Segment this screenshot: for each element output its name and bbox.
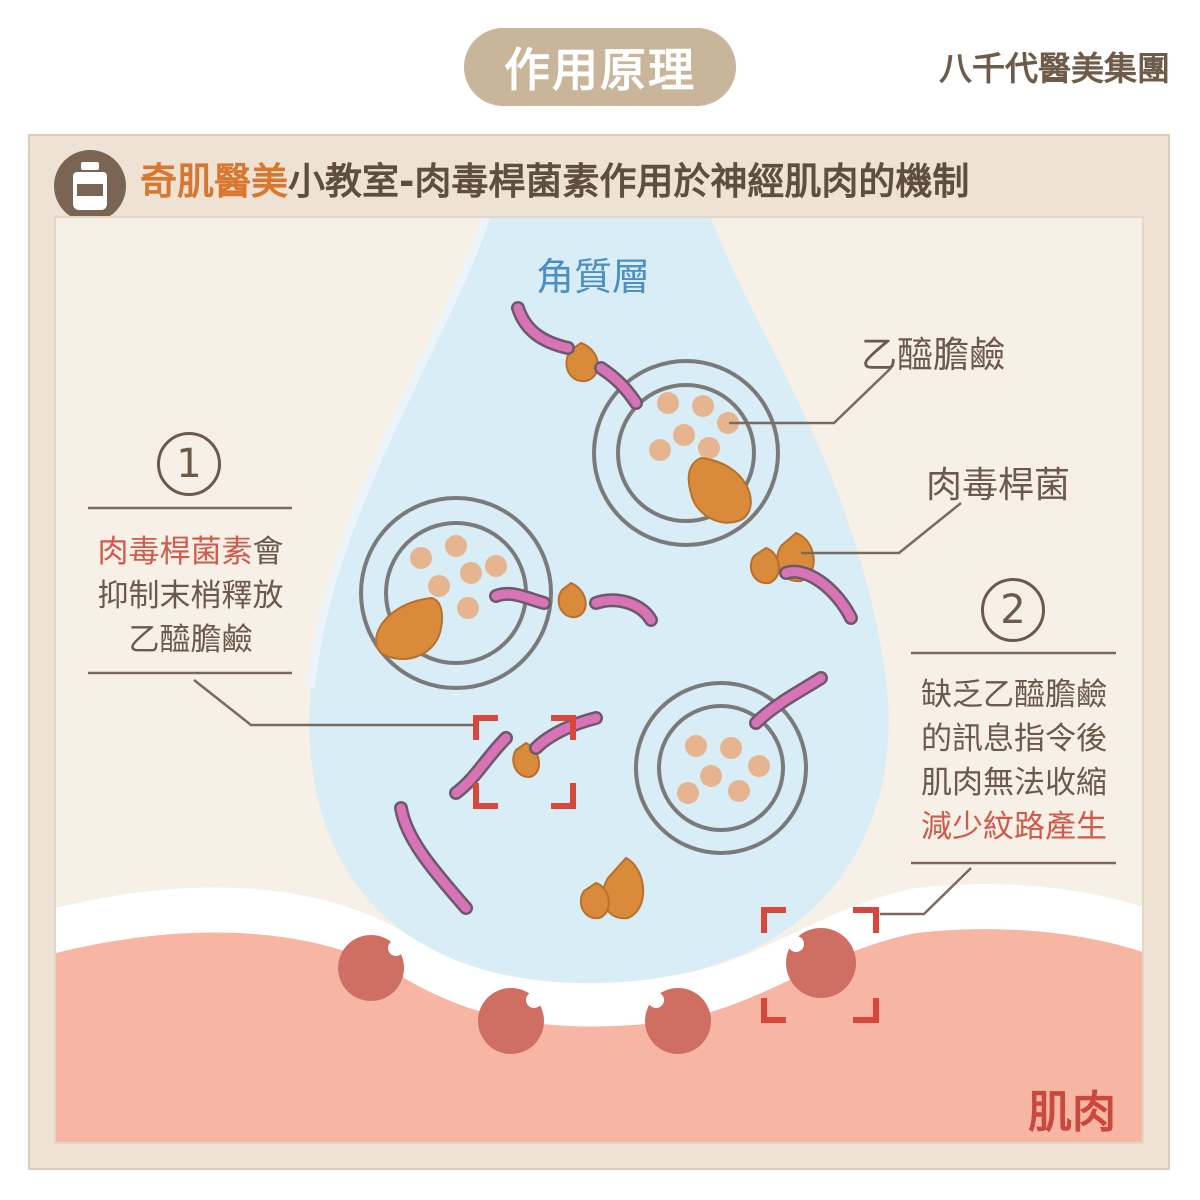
botulinum-toxin [375, 596, 444, 661]
bottle-icon [54, 150, 126, 222]
acetylcholine-dots [677, 735, 770, 804]
vesicle [634, 681, 808, 855]
receptor [338, 935, 404, 1001]
muscle-tissue [56, 914, 1142, 1142]
stratum-label: 角質層 [536, 255, 651, 299]
step2-line4-red: 減少紋路產生 [921, 809, 1107, 845]
step2-line2: 的訊息指令後 [921, 721, 1107, 757]
step2-description: 缺乏乙醯膽鹼 的訊息指令後 肌肉無法收縮 減少紋路產生 [904, 673, 1124, 849]
lesson-title-text: 小教室-肉毒桿菌素作用於神經肌肉的機制 [288, 160, 970, 203]
botulinum-label: 肉毒桿菌 [926, 465, 1071, 506]
acetylcholine-dots [410, 535, 507, 619]
diagram-panel: 角質層 乙醯膽鹼 肉毒桿菌 1 肉毒桿菌素會 抑制末梢釋放 乙醯膽鹼 2 缺乏乙… [54, 216, 1144, 1144]
step1-description: 肉毒桿菌素會 抑制末梢釋放 乙醯膽鹼 [78, 530, 303, 662]
lesson-title-brand: 奇肌醫美 [140, 160, 288, 203]
connector-lines [193, 367, 972, 916]
diagram-scene [56, 218, 1142, 1142]
focus-bracket-muscle [761, 907, 879, 1023]
lesson-title: 奇肌醫美小教室-肉毒桿菌素作用於神經肌肉的機制 [140, 152, 1150, 212]
section-title: 作用原理 [504, 43, 696, 97]
muscle-label: 肌肉 [1028, 1087, 1116, 1138]
acetylcholine-dots [649, 392, 739, 461]
divider-lines [88, 506, 1116, 865]
step1-line3: 乙醯膽鹼 [128, 622, 253, 658]
acetylcholine-label: 乙醯膽鹼 [861, 335, 1006, 376]
brand-name: 八千代醫美集團 [939, 49, 1170, 88]
step1-line1-red: 肉毒桿菌素 [97, 534, 253, 570]
step2-line1: 缺乏乙醯膽鹼 [921, 677, 1107, 713]
step2-line3: 肌肉無法收縮 [921, 765, 1107, 801]
free-toxins [512, 341, 815, 920]
vesicle [592, 359, 780, 547]
focus-bracket-release [473, 715, 576, 809]
step1-line1-rest: 會 [252, 534, 284, 570]
step1-line1: 肉毒桿菌素會 [78, 530, 303, 574]
worms-fill [396, 303, 856, 913]
botulinum-toxin [687, 456, 752, 524]
step1-number: 1 [157, 432, 221, 496]
membrane-band [56, 884, 1142, 1027]
section-title-pill: 作用原理 [464, 28, 736, 106]
step1-line2: 抑制末梢釋放 [97, 578, 284, 614]
step2-number: 2 [981, 578, 1045, 642]
